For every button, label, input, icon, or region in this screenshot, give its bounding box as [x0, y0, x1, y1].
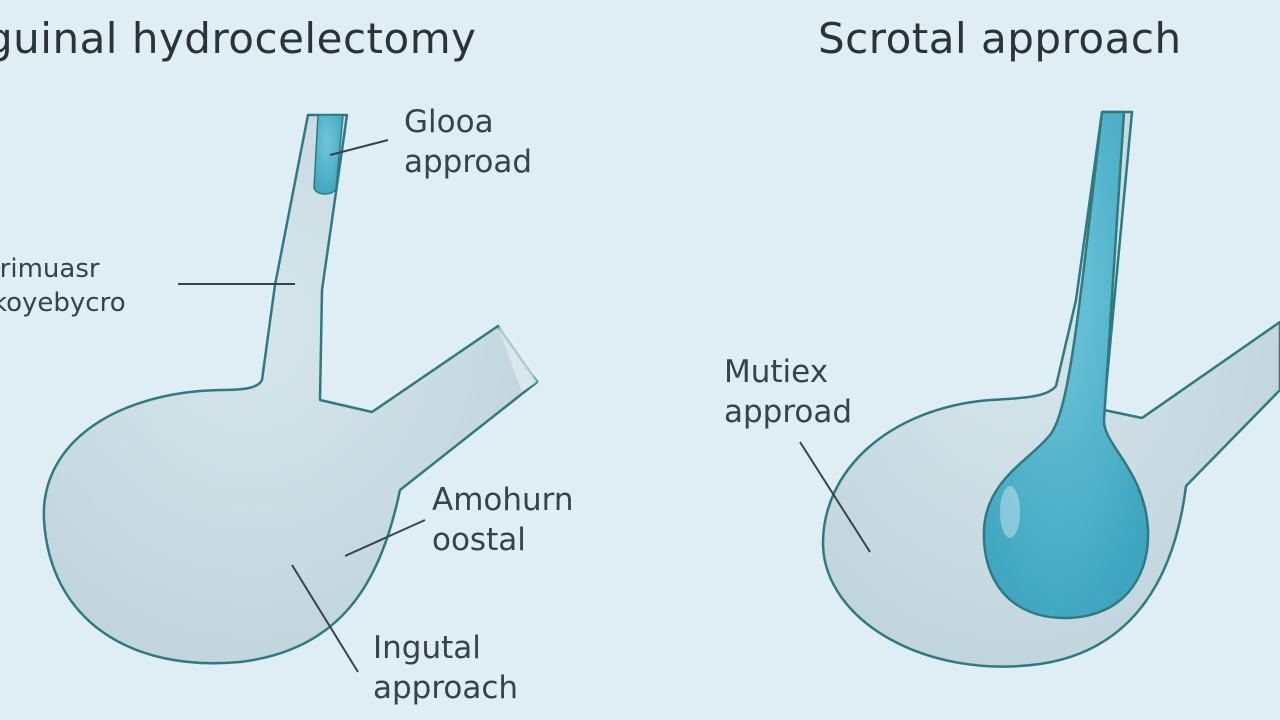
label-line: approad	[404, 144, 533, 181]
fluid-highlight	[1000, 486, 1020, 538]
scrotal-sac-figure	[821, 110, 1280, 668]
cord-fluid-column	[313, 114, 344, 195]
label-line: approad	[724, 394, 853, 431]
scrotal-fluid	[982, 110, 1150, 620]
label-amohurn-oostal: Amohurn oostal	[432, 480, 574, 561]
inguinal-sac	[42, 113, 539, 665]
leader-lines	[178, 139, 871, 673]
label-glood-approad: Glooa approad	[404, 102, 532, 183]
label-line: oostal	[432, 522, 526, 559]
leader-amohurn	[344, 519, 426, 557]
label-line: Amohurn	[432, 482, 574, 518]
leader-glood	[329, 139, 389, 156]
scrotal-title: Scrotal approach	[818, 14, 1182, 63]
label-line: Mutiex	[724, 354, 829, 390]
label-line: Irimuasr	[0, 254, 100, 284]
label-line: approach	[373, 670, 519, 707]
label-line: Ingutal	[373, 630, 481, 666]
label-mutiex-approad: Mutiex approad	[724, 352, 852, 433]
label-irimuasr: Irimuasr koyebycro	[0, 253, 126, 321]
label-ingutal-approach: Ingutal approach	[373, 628, 518, 709]
label-line: Glooa	[404, 104, 494, 140]
leader-ingutal	[291, 564, 359, 673]
inguinal-title: guinal hydrocelectomy	[0, 14, 477, 63]
leader-mutiex	[799, 441, 871, 553]
inguinal-sac-figure	[42, 113, 539, 665]
label-line: koyebycro	[0, 287, 126, 318]
branch-light-tube	[498, 326, 537, 392]
scrotal-sac	[821, 110, 1280, 668]
